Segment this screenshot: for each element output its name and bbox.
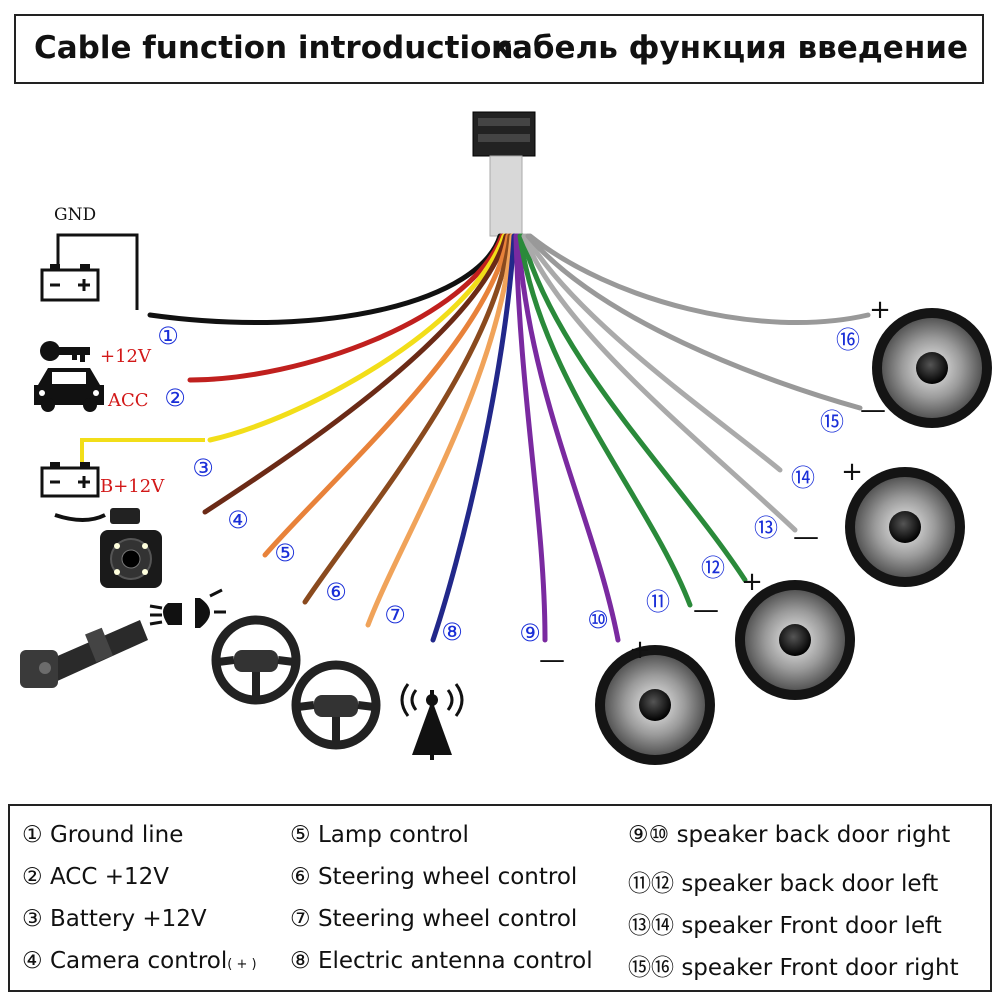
- speaker-icon: [872, 308, 992, 428]
- speaker-icon: [845, 467, 965, 587]
- wire-14: [523, 233, 783, 473]
- antenna-icon: [400, 683, 464, 760]
- key-icon: [40, 341, 90, 362]
- wire-number-9: ⑨: [519, 619, 541, 647]
- wire-number-2: ②: [164, 384, 186, 412]
- wire-number-5: ⑤: [274, 539, 296, 567]
- wire-number-14: ⑭: [791, 464, 815, 492]
- battery-wire: [80, 438, 205, 465]
- wire-4: [202, 233, 509, 515]
- plus-sign: +: [629, 635, 651, 665]
- wire-9: [513, 233, 548, 643]
- camera-icon: [54, 508, 162, 588]
- wire-1: [147, 233, 503, 325]
- battery-icon: [40, 462, 100, 498]
- title-english: Cable function introduction: [34, 30, 514, 66]
- wire-number-16: ⑯: [836, 326, 860, 354]
- speaker-icon: [735, 580, 855, 700]
- wire-number-12: ⑫: [701, 554, 725, 582]
- light-switch-icon: [20, 620, 148, 688]
- connector-plug: [472, 111, 536, 237]
- wire-6: [302, 233, 513, 605]
- legend-item-3: ③ Battery +12V: [22, 906, 207, 932]
- ground-wire: GND: [54, 205, 139, 310]
- wire-15: [525, 233, 863, 411]
- wire-13: [521, 233, 798, 533]
- legend-item-4: ④ Camera control( + ): [22, 948, 257, 974]
- minus-sign: —: [693, 595, 719, 625]
- plus-sign: +: [741, 567, 763, 597]
- wire-10: [515, 233, 621, 643]
- plus-sign: +: [841, 457, 863, 487]
- legend-box: ① Ground line ② ACC +12V ③ Battery +12V …: [8, 804, 992, 992]
- wire-number-11: ⑪: [646, 588, 670, 616]
- wire-number-4: ④: [227, 506, 249, 534]
- wire-number-15: ⑮: [820, 408, 844, 436]
- legend-item-7: ⑦ Steering wheel control: [290, 906, 578, 932]
- wire-number-3: ③: [192, 454, 214, 482]
- steering-wheel-icon: [211, 615, 301, 705]
- acc-label: ACC: [107, 390, 149, 411]
- legend-item-2: ② ACC +12V: [22, 864, 169, 890]
- legend-item-13-14: ⑬⑭ speaker Front door left: [628, 913, 942, 939]
- title-box: Cable function introduction кабель функц…: [14, 14, 984, 84]
- wire-number-13: ⑬: [754, 514, 778, 542]
- wire-bundle: [147, 233, 871, 643]
- gnd-label: GND: [54, 205, 96, 225]
- legend-item-15-16: ⑮⑯ speaker Front door right: [628, 955, 959, 981]
- legend-item-9-10: ⑨⑩ speaker back door right: [628, 822, 951, 848]
- wire-number-1: ①: [157, 322, 179, 350]
- wire-number-7: ⑦: [384, 601, 406, 629]
- wire-2: [187, 233, 505, 383]
- minus-sign: —: [539, 645, 565, 675]
- battery-icon: [40, 264, 100, 302]
- wire-number-8: ⑧: [441, 618, 463, 646]
- legend-item-8: ⑧ Electric antenna control: [290, 948, 593, 974]
- wire-number-10: ⑩: [587, 606, 609, 634]
- steering-wheel-icon: [291, 660, 381, 750]
- legend-item-11-12: ⑪⑫ speaker back door left: [628, 871, 939, 897]
- car-icon: [34, 368, 104, 412]
- wiring-diagram: GND +12V ACC B+12V: [20, 111, 992, 765]
- legend-item-5: ⑤ Lamp control: [290, 822, 469, 848]
- minus-sign: —: [860, 395, 886, 425]
- wire-3: [207, 233, 507, 443]
- wire-8: [430, 233, 517, 643]
- wire-7: [365, 233, 515, 628]
- legend-item-1: ① Ground line: [22, 822, 184, 848]
- plus-sign: +: [869, 295, 891, 325]
- wire-16: [527, 233, 871, 326]
- title-russian: кабель функция введение: [490, 30, 968, 66]
- minus-sign: —: [793, 522, 819, 552]
- wire-11: [517, 233, 693, 608]
- acc-12v-label: +12V: [100, 346, 152, 367]
- legend-item-6: ⑥ Steering wheel control: [290, 864, 578, 890]
- battery-label: B+12V: [100, 476, 165, 497]
- wire-5: [262, 233, 511, 558]
- headlight-icon: [149, 588, 226, 628]
- speaker-icon: [595, 645, 715, 765]
- wire-12: [519, 233, 748, 583]
- speakers: [595, 308, 992, 765]
- wire-number-6: ⑥: [325, 578, 347, 606]
